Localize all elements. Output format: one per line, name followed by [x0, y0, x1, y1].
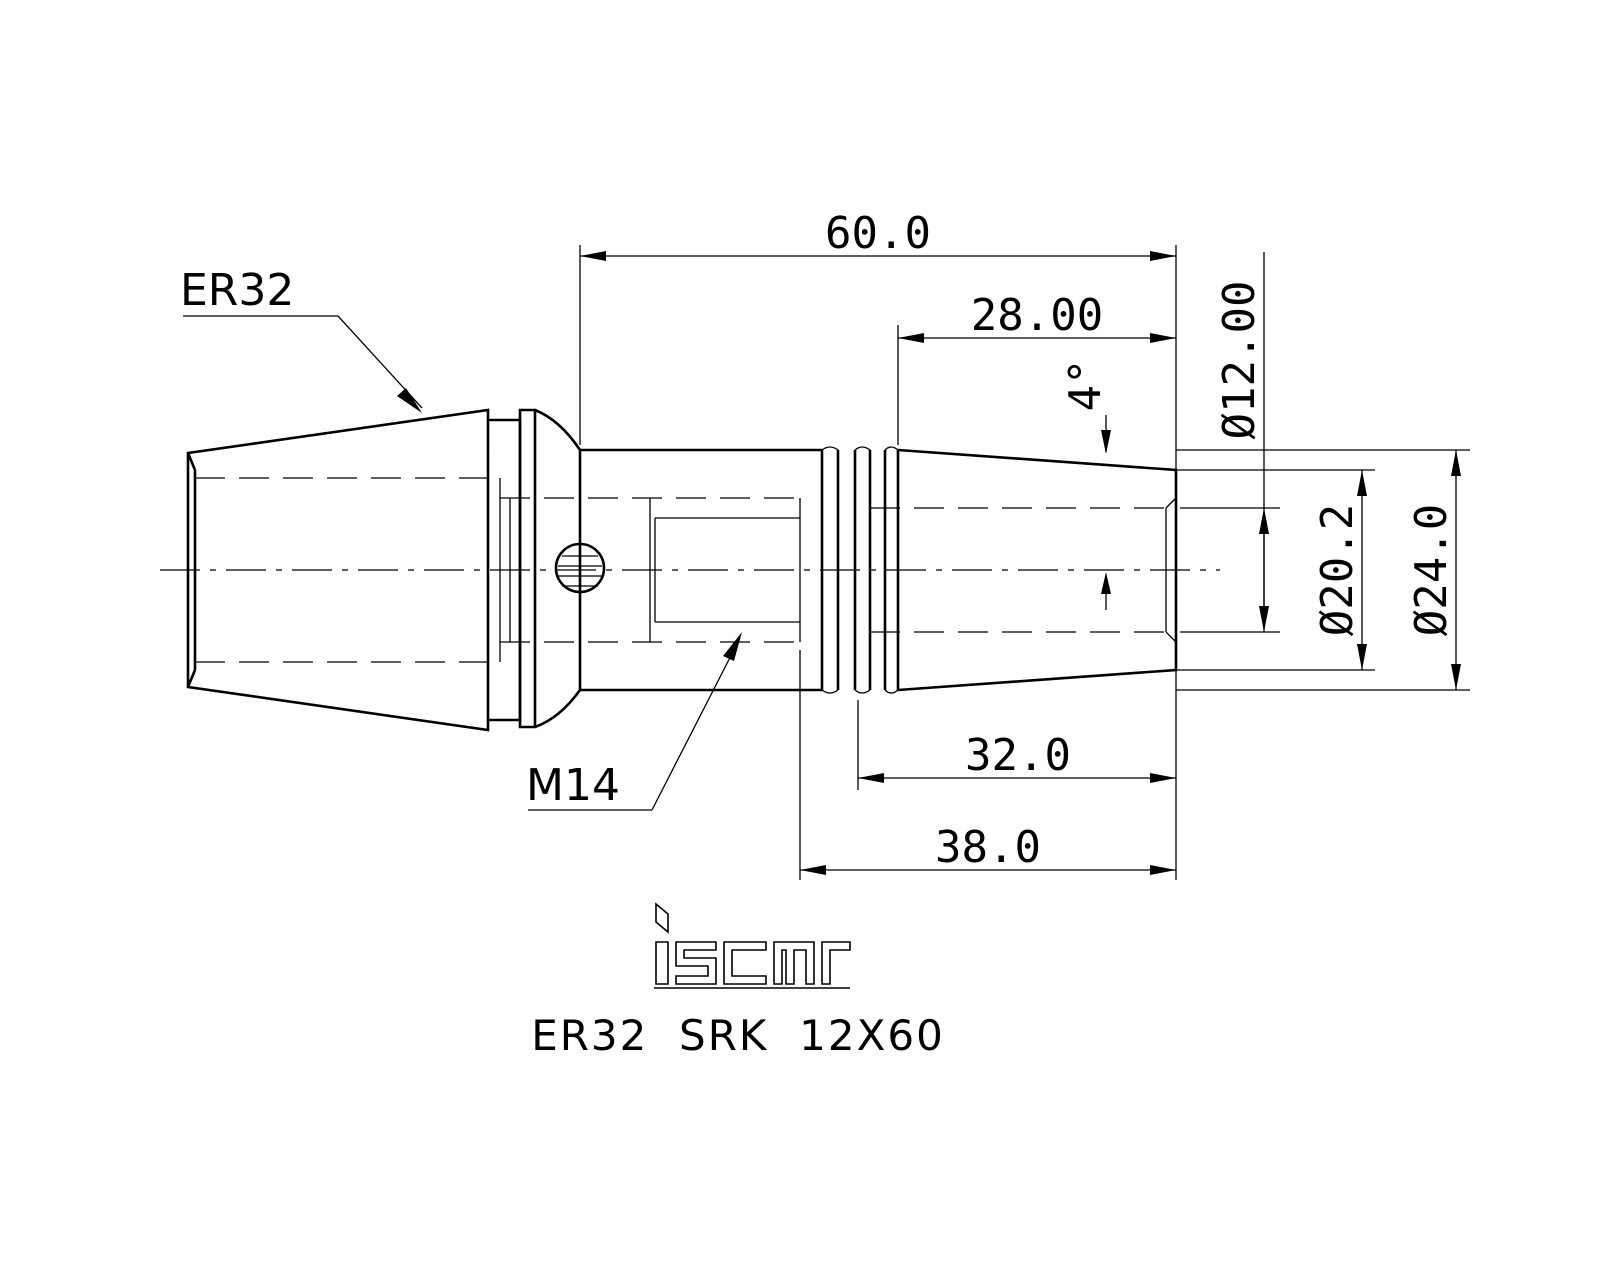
dim-flute-to-end: 32.0: [858, 730, 1176, 783]
dim-shank-diameter: Ø24.0: [1406, 450, 1461, 690]
dim-overall-length: 60.0: [580, 208, 1176, 261]
angle-callout: 4°: [1060, 359, 1111, 610]
collet-callout-label: ER32: [180, 265, 294, 316]
dim-taper-length: 28.00: [898, 290, 1176, 343]
thread-callout: M14: [526, 632, 742, 811]
dim-bore-diameter-label: Ø20.2: [1312, 504, 1363, 636]
dim-bore-diameter: Ø20.2: [1312, 470, 1367, 670]
part-title: ER32 SRK 12X60: [531, 1011, 945, 1060]
dim-taper-length-label: 28.00: [971, 290, 1103, 341]
cross-hole: [554, 542, 606, 594]
dim-bore-depth: 38.0: [800, 822, 1176, 875]
dim-flute-to-end-label: 32.0: [965, 730, 1071, 781]
angle-callout-label: 4°: [1060, 359, 1111, 412]
extension-lines: [579, 245, 1470, 880]
dim-tip-diameter-label: Ø12.00: [1214, 281, 1265, 440]
dim-overall-length-label: 60.0: [825, 208, 931, 259]
hidden-lines: [195, 477, 1166, 663]
thread-callout-label: M14: [526, 760, 620, 811]
collet-callout: ER32: [180, 265, 423, 413]
dim-bore-depth-label: 38.0: [935, 822, 1041, 873]
dim-tip-diameter: Ø12.00: [1214, 252, 1269, 632]
dim-shank-diameter-label: Ø24.0: [1406, 504, 1457, 636]
iscar-logo: [654, 902, 851, 989]
